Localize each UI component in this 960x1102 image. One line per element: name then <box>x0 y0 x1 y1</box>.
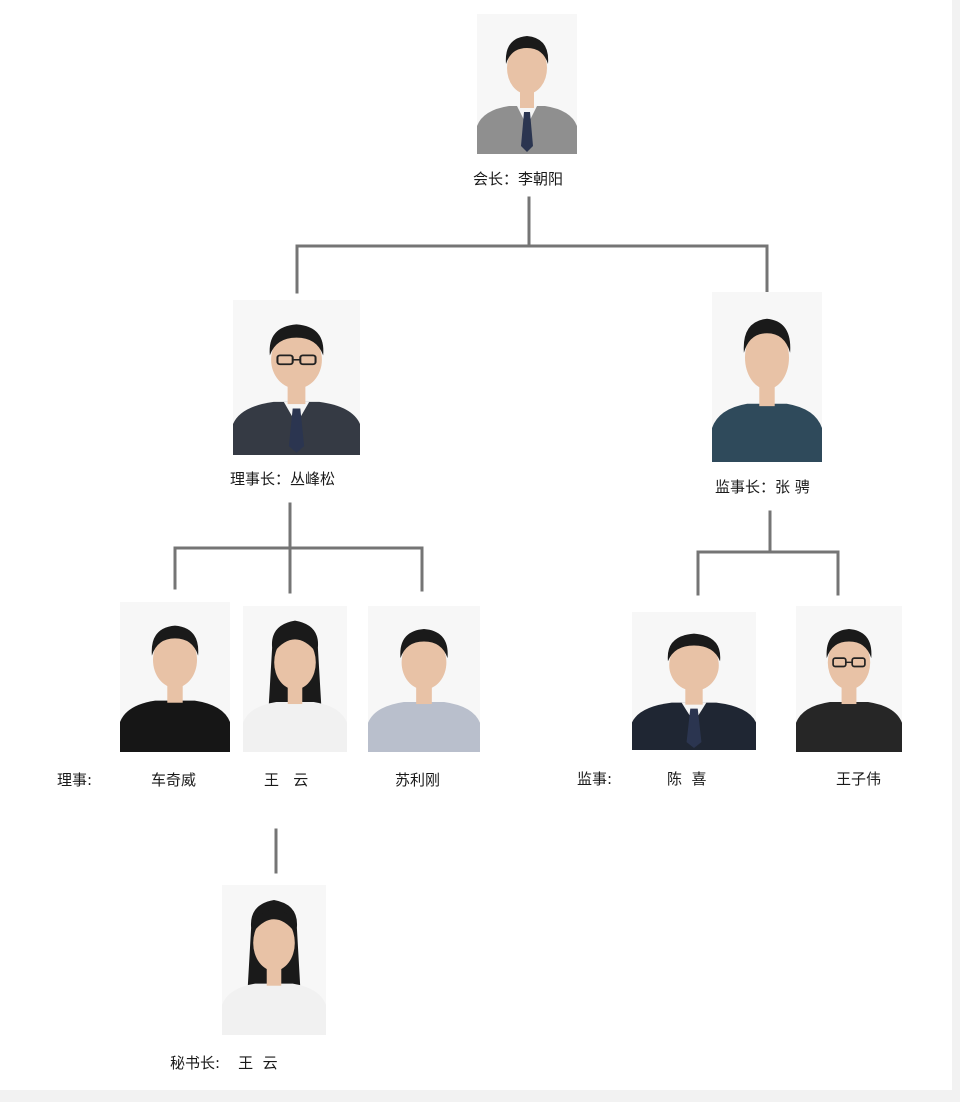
photo-supervisor-chair <box>712 292 822 462</box>
directors-role: 理事: <box>57 771 93 789</box>
photo-director-1 <box>120 602 230 752</box>
supervisor-name-1: 陈 喜 <box>667 770 707 788</box>
secretary-general-label: 秘书长: 王 云 <box>170 1054 278 1072</box>
page-frame-right <box>952 0 960 1102</box>
photo-secretary-general <box>222 885 326 1035</box>
supervisors-role: 监事: <box>577 770 613 788</box>
portrait-illustration <box>796 606 902 752</box>
president-role: 会长： <box>473 170 519 188</box>
secretary-general-role: 秘书长: <box>170 1054 221 1072</box>
photo-president <box>477 14 577 154</box>
portrait-illustration <box>368 606 480 752</box>
photo-supervisor-2 <box>796 606 902 752</box>
secretary-general-name: 王 云 <box>238 1054 278 1072</box>
photo-supervisor-1 <box>632 612 756 750</box>
board-chair-label: 理事长：丛峰松 <box>230 470 335 488</box>
photo-board-chair <box>233 300 360 455</box>
supervisor-chair-role: 监事长： <box>715 478 776 496</box>
board-chair-role: 理事长： <box>230 470 291 488</box>
president-label: 会长：李朝阳 <box>473 170 563 188</box>
portrait-illustration <box>233 300 360 455</box>
portrait-illustration <box>632 612 756 750</box>
photo-director-3 <box>368 606 480 752</box>
supervisor-name-2: 王子伟 <box>836 770 882 788</box>
director-name-3: 苏利刚 <box>395 771 441 789</box>
photo-director-2 <box>243 606 347 752</box>
supervisor-chair-name: 张 骋 <box>775 478 810 496</box>
supervisor-chair-label: 监事长：张 骋 <box>715 478 810 496</box>
director-name-1: 车奇威 <box>151 771 197 789</box>
portrait-illustration <box>243 606 347 752</box>
portrait-illustration <box>222 885 326 1035</box>
board-chair-name: 丛峰松 <box>290 470 336 488</box>
portrait-illustration <box>712 292 822 462</box>
portrait-illustration <box>120 602 230 752</box>
president-name: 李朝阳 <box>518 170 564 188</box>
director-name-2: 王 云 <box>264 771 309 789</box>
page-frame-bottom <box>0 1090 960 1102</box>
portrait-illustration <box>477 14 577 154</box>
